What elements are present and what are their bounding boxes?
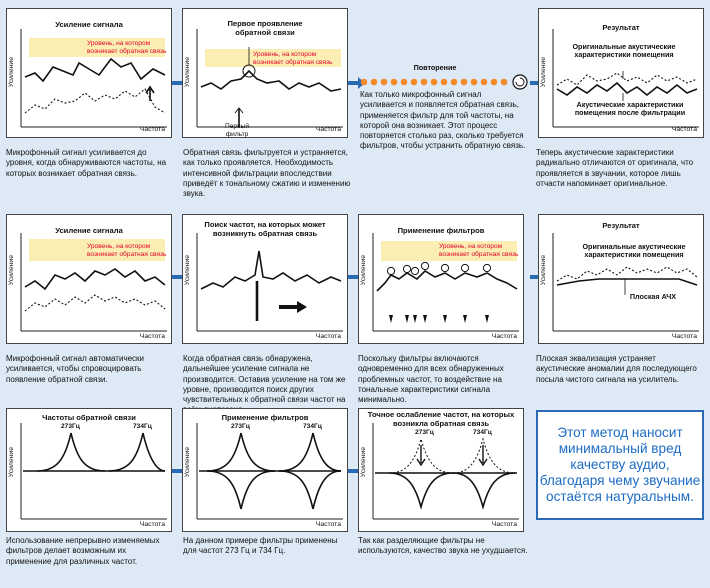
desc-r1-2: Обратная связь фильтруется и устраняется… (183, 148, 351, 199)
repeat-title: Повторение (413, 63, 457, 72)
feedback-threshold-band (29, 239, 165, 261)
desc-r1-4: Теперь акустические характеристики радик… (536, 148, 694, 188)
repeat-description: Как только микрофонный сигнал усиливаетс… (360, 90, 526, 151)
original-response-label: Оригинальные акустические характеристики… (572, 42, 676, 60)
panel-title: Результат (602, 221, 640, 230)
orange-dots (360, 74, 528, 90)
callout-text: Этот метод наносит минимальный вред каче… (539, 425, 701, 504)
gain-plot (552, 233, 699, 332)
panel-r3-feedback-freqs: Частоты обратной связи 273Гц 734Гц Усиле… (6, 408, 172, 532)
x-axis-label: Частота (139, 521, 165, 528)
desc-r2-3: Поскольку фильтры включаются одновременн… (358, 354, 504, 405)
x-axis-label: Частота (139, 126, 165, 133)
panel-r2-signal-gain: Усиление сигнала Уровень, на котором воз… (6, 214, 172, 344)
desc-r1-1: Микрофонный сигнал усиливается до уровня… (6, 148, 167, 178)
gain-plot (372, 233, 519, 332)
panel-r2-result: Результат Оригинальные акустические хара… (538, 214, 704, 344)
panel-r1-signal-gain: Усиление сигнала Уровень, на котором воз… (6, 8, 172, 138)
freq-label-273: 273Гц (231, 423, 250, 430)
panel-title: Частоты обратной связи (42, 413, 136, 422)
filtered-response-label: Акустические характеристики помещения по… (574, 100, 686, 118)
gain-plot (196, 29, 343, 128)
gain-plot (20, 233, 167, 332)
gain-plot (20, 29, 167, 128)
x-axis-label: Частота (491, 333, 517, 340)
panel-title: Усиление сигнала (55, 20, 123, 29)
threshold-label: Уровень, на котором возникает обратная с… (253, 51, 333, 66)
desc-r2-2: Когда обратная связь обнаружена, дальней… (183, 354, 346, 414)
panel-title: Точное ослабление частот, на которых воз… (367, 410, 515, 428)
x-axis-label: Частота (315, 333, 341, 340)
panel-title: Результат (602, 23, 640, 32)
panel-title: Первое проявление обратной связи (227, 19, 303, 37)
panel-r2-apply-filters: Применение фильтров Уровень, на котором … (358, 214, 524, 344)
x-axis-label: Частота (315, 126, 341, 133)
feedback-threshold-band (381, 241, 517, 261)
x-axis-label: Частота (491, 521, 517, 528)
panel-r3-apply-filters: Применение фильтров 273Гц 734Гц Усиление… (182, 408, 348, 532)
gain-plot (552, 29, 699, 128)
threshold-label: Уровень, на котором возникает обратная с… (87, 243, 167, 258)
panel-title: Применение фильтров (221, 413, 309, 422)
gain-plot (196, 233, 343, 332)
panel-r3-precise-cut: Точное ослабление частот, на которых воз… (358, 408, 524, 532)
x-axis-label: Частота (671, 333, 697, 340)
gain-plot (196, 423, 343, 520)
panel-r2-search: Поиск частот, на которых может возникнут… (182, 214, 348, 344)
x-axis-label: Частота (671, 126, 697, 133)
freq-label-273: 273Гц (415, 429, 434, 436)
freq-label-734: 734Гц (133, 423, 152, 430)
gain-plot (20, 423, 167, 520)
freq-label-734: 734Гц (473, 429, 492, 436)
x-axis-label: Частота (139, 333, 165, 340)
feedback-threshold-band (29, 38, 165, 57)
arrow-right-icon (348, 77, 365, 89)
freq-label-273: 273Гц (61, 423, 80, 430)
gain-plot (372, 423, 519, 520)
panel-title: Применение фильтров (397, 226, 485, 235)
flat-response-label: Плоская АЧХ (629, 292, 677, 301)
desc-r2-1: Микрофонный сигнал автоматически усилива… (6, 354, 145, 384)
panel-title: Поиск частот, на которых может возникнут… (204, 220, 326, 238)
feedback-threshold-band (205, 49, 341, 67)
original-response-label: Оригинальные акустические характеристики… (582, 242, 686, 260)
freq-label-734: 734Гц (303, 423, 322, 430)
desc-r3-2: На данном примере фильтры применены для … (183, 536, 338, 556)
x-axis-label: Частота (315, 521, 341, 528)
desc-r2-4: Плоская эквализация устраняет акустическ… (536, 354, 697, 384)
threshold-label: Уровень, на котором возникает обратная с… (87, 40, 167, 55)
summary-callout: Этот метод наносит минимальный вред каче… (536, 410, 704, 520)
desc-r3-1: Использование непрерывно изменяемых филь… (6, 536, 160, 566)
repeat-step: Повторение Как только микрофонный сигнал… (360, 60, 530, 150)
panel-r1-result: Результат Оригинальные акустические хара… (538, 8, 704, 138)
panel-title: Усиление сигнала (55, 226, 123, 235)
panel-r1-first-feedback: Первое проявление обратной связи Уровень… (182, 8, 348, 138)
desc-r3-3: Так как разделяющие фильтры не использую… (358, 536, 528, 556)
threshold-label: Уровень, на котором возникает обратная с… (439, 243, 519, 258)
